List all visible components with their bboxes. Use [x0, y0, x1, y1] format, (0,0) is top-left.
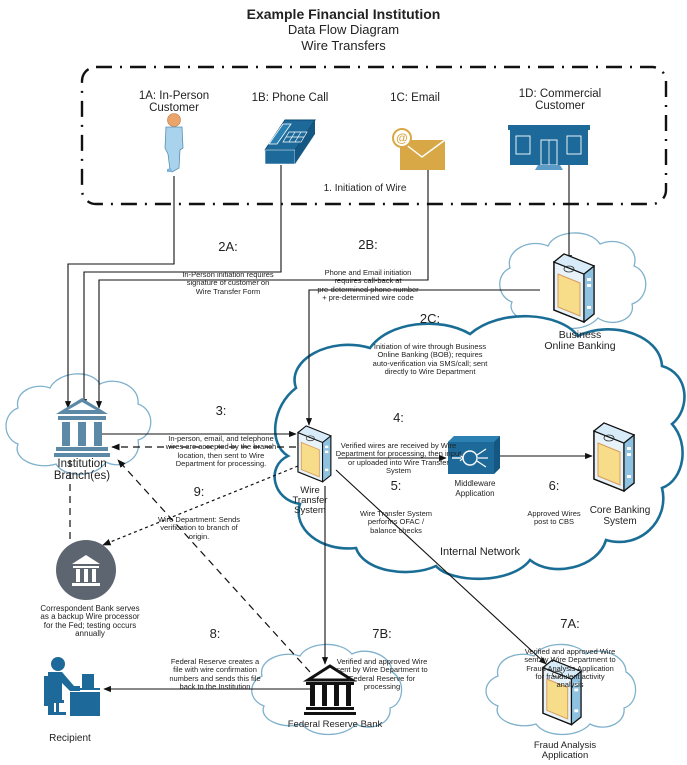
institution-branch-icon	[54, 398, 110, 457]
step-6-number: 6:	[548, 478, 560, 493]
middleware-label: Middleware Application	[454, 479, 496, 498]
arrow-1b-to-branch	[80, 165, 282, 407]
diagram-title: Example Financial Institution	[246, 6, 441, 22]
arrow-1a-to-branch	[64, 176, 175, 409]
wire-transfer-system-label: Wire Transfer System	[292, 485, 328, 516]
step-7a-number: 7A:	[560, 616, 580, 631]
diagram-subtitle: Data Flow Diagram	[287, 22, 400, 37]
step-3: 3: In-person, email, and telephone wires…	[156, 386, 286, 486]
step-2a-description: In-Person initiation requires signature …	[182, 270, 274, 296]
step-8: 8: Federal Reserve creates a file with w…	[160, 609, 270, 709]
step-6: 6: Approved Wires post to CBS	[514, 461, 594, 545]
step-7b-description: Verified and approved Wire sent by Wire …	[336, 657, 428, 691]
storefront-icon	[508, 125, 590, 170]
internal-network-label: Internal Network	[439, 546, 521, 558]
correspondent-bank-icon	[56, 540, 116, 600]
step-2b: 2B: Phone and Email initiation requires …	[298, 220, 438, 320]
step-4-description: Verified wires are received by Wire Depa…	[335, 441, 462, 475]
arrow-1c-to-branch	[95, 164, 429, 409]
federal-reserve-label: Federal Reserve Bank	[287, 719, 383, 730]
telephone-icon	[264, 119, 316, 165]
business-online-banking-server-icon	[553, 253, 595, 323]
step-9-number: 9:	[193, 484, 205, 499]
svg-text:@: @	[396, 131, 408, 145]
step-9: 9: Wire Department: Sends verification t…	[144, 467, 254, 559]
step-8-description: Federal Reserve creates a file with wire…	[169, 657, 261, 691]
step-8-number: 8:	[209, 626, 221, 641]
core-banking-label: Core Banking System	[589, 505, 651, 527]
core-banking-server-icon	[593, 422, 635, 492]
step-4-number: 4:	[393, 410, 404, 425]
correspondent-bank-label: Correspondent Bank serves as a backup Wi…	[40, 604, 140, 638]
middleware-icon	[448, 436, 500, 474]
step-4: 4: Verified wires are received by Wire D…	[326, 393, 471, 493]
source-label-1a: 1A: In-Person Customer	[138, 90, 210, 114]
arrow-wts-to-fraud	[335, 469, 547, 665]
source-label-1d: 1D: Commercial Customer	[518, 88, 602, 112]
initiation-group-box	[80, 65, 668, 206]
step-7b-number: 7B:	[372, 626, 392, 641]
initiation-group-label: 1. Initiation of Wire	[323, 183, 407, 194]
step-7a: 7A: Verified and approved Wire sent by W…	[510, 599, 630, 707]
step-7a-description: Verified and approved Wire sent by Wire …	[524, 647, 616, 690]
step-2b-number: 2B:	[358, 237, 378, 252]
step-7b: 7B: Verified and approved Wire sent by W…	[322, 609, 442, 709]
fraud-analysis-label: Fraud Analysis Application	[533, 740, 597, 761]
step-2c-number: 2C:	[419, 311, 441, 326]
step-3-description: In-person, email, and telephone wires ar…	[165, 434, 277, 468]
source-label-1c: 1C: Email	[390, 92, 440, 104]
step-2a: 2A: In-Person initiation requires signat…	[168, 222, 288, 314]
recipient-icon	[44, 657, 100, 716]
step-6-description: Approved Wires post to CBS	[527, 509, 581, 527]
institution-branch-label: Institution Branch(es)	[53, 458, 111, 482]
diagram-topic: Wire Transfers	[301, 38, 386, 53]
step-9-description: Wire Department: Sends verification to b…	[157, 515, 241, 541]
step-3-number: 3:	[215, 403, 227, 418]
step-2c: 2C: Initiation of wire through Business …	[360, 294, 500, 394]
source-label-1b: 1B: Phone Call	[251, 92, 329, 104]
person-icon	[164, 113, 184, 173]
step-2b-description: Phone and Email initiation requires call…	[317, 268, 419, 302]
email-icon: @	[392, 128, 446, 170]
business-online-banking-label: Business Online Banking	[544, 329, 616, 352]
step-5: 5: Wire Transfer System performs OFAC / …	[346, 461, 446, 553]
step-5-description: Wire Transfer System performs OFAC / bal…	[359, 509, 433, 535]
arrow-wts-to-correspondent	[102, 465, 299, 546]
recipient-label: Recipient	[49, 733, 91, 744]
arrow-bob-to-wts	[305, 289, 540, 426]
step-2c-description: Initiation of wire through Business Onli…	[372, 342, 488, 376]
step-5-number: 5:	[390, 478, 402, 493]
step-2a-number: 2A:	[218, 239, 238, 254]
